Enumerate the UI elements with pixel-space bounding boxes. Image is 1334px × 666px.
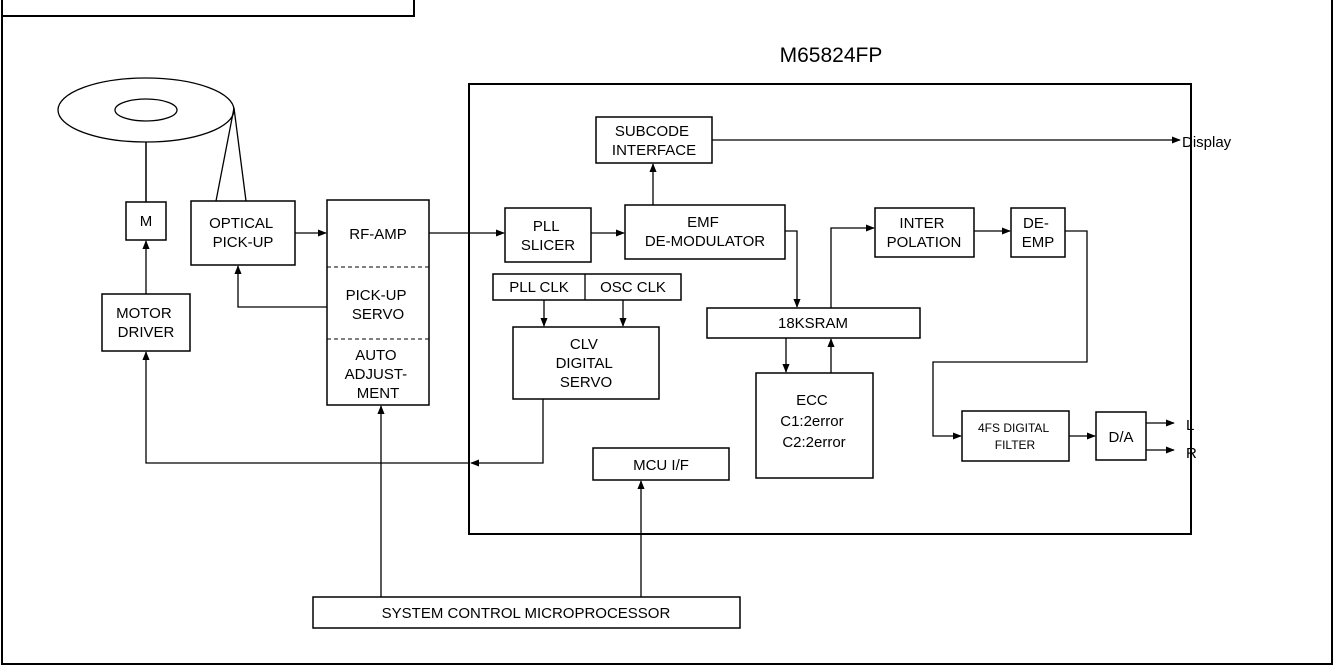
optical-pickup-box [190, 200, 296, 266]
clv-to-boundary-arrow [470, 399, 544, 467]
pll-clk-label: PLL CLK [509, 279, 568, 296]
osc-clk-label: OSC CLK [600, 279, 666, 296]
motor-driver-label: MOTOR DRIVER [116, 305, 176, 341]
subcode-interface-label: SUBCODE INTERFACE [612, 123, 696, 159]
digital-filter-box [961, 410, 1070, 462]
servo-to-pickup-arrow [234, 265, 327, 308]
chip-boundary [468, 83, 1192, 535]
clk-box [492, 273, 682, 301]
ecc-label: ECC C1:2error C2:2error [780, 392, 848, 451]
mcu-if-box [592, 447, 730, 481]
digital-filter-label: 4FS DIGITAL FILTER [978, 421, 1052, 452]
demod-to-sram-arrow [785, 230, 801, 308]
de-emp-label: DE- EMP [1022, 215, 1055, 251]
clv-digital-servo-box [512, 326, 660, 400]
clv-digital-servo-label: CLV DIGITAL SERVO [556, 336, 617, 391]
pickup-beam [215, 107, 247, 202]
right-output-label: R [1186, 445, 1197, 462]
emf-demodulator-box [624, 204, 786, 260]
interpolation-box [874, 207, 975, 258]
rf-amp-stack [326, 199, 430, 406]
motor-label: M [140, 213, 153, 230]
interpolation-label: INTER POLATION [887, 215, 962, 251]
system-control-box [312, 596, 741, 629]
pickup-servo-label: PICK-UP SERVO [346, 287, 411, 323]
left-output-label: L [1186, 417, 1194, 434]
ecc-box [755, 372, 874, 479]
display-output-label: Display [1182, 134, 1232, 151]
pll-slicer-label: PLL SLICER [521, 218, 575, 254]
disc-icon [57, 77, 235, 143]
optical-pickup-label: OPTICAL PICK-UP [209, 215, 277, 251]
mcu-if-label: MCU I/F [633, 457, 689, 474]
rf-amp-label: RF-AMP [349, 226, 407, 243]
da-label: D/A [1108, 429, 1133, 446]
sram-to-interpolation-arrow [830, 224, 875, 308]
pll-slicer-box [504, 207, 592, 263]
boundary-to-driver-arrow [142, 351, 469, 464]
motor-driver-box [101, 293, 191, 352]
sram-box [706, 307, 921, 339]
emf-demodulator-label: EMF DE-MODULATOR [645, 214, 765, 250]
deemp-to-filter-arrow [932, 230, 1088, 440]
system-control-label: SYSTEM CONTROL MICROPROCESSOR [382, 605, 671, 622]
da-box [1095, 411, 1147, 461]
auto-adjustment-label: AUTO ADJUST- MENT [345, 347, 412, 402]
chip-name: M65824FP [780, 44, 883, 67]
de-emp-box [1010, 207, 1066, 258]
sram-label: 18KSRAM [778, 315, 848, 332]
title-box-fragment [2, 0, 415, 17]
